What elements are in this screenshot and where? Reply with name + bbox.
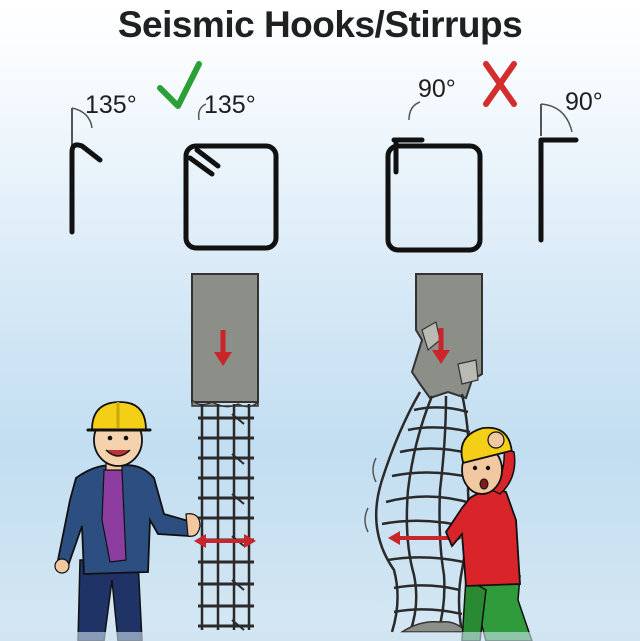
cross-icon (483, 61, 517, 107)
right-stirrup-angle-label: 90° (418, 75, 456, 103)
hook-90-degree (538, 103, 579, 243)
confinement-arrow-left (194, 534, 256, 548)
intact-column (191, 273, 259, 631)
load-arrow-right (432, 328, 450, 364)
infographic-title: Seismic Hooks/Stirrups (117, 4, 523, 45)
stirrup-90-degree (385, 101, 483, 253)
stirrup-135-degree (183, 103, 279, 251)
load-arrow-left (214, 330, 232, 366)
hook-135-degree (69, 107, 103, 235)
left-hook-angle-label: 135° (85, 91, 137, 119)
check-icon (157, 61, 202, 109)
left-stirrup-angle-label: 135° (204, 91, 256, 119)
happy-worker (54, 401, 201, 641)
right-hook-angle-label: 90° (565, 88, 603, 116)
scared-worker (444, 426, 533, 641)
